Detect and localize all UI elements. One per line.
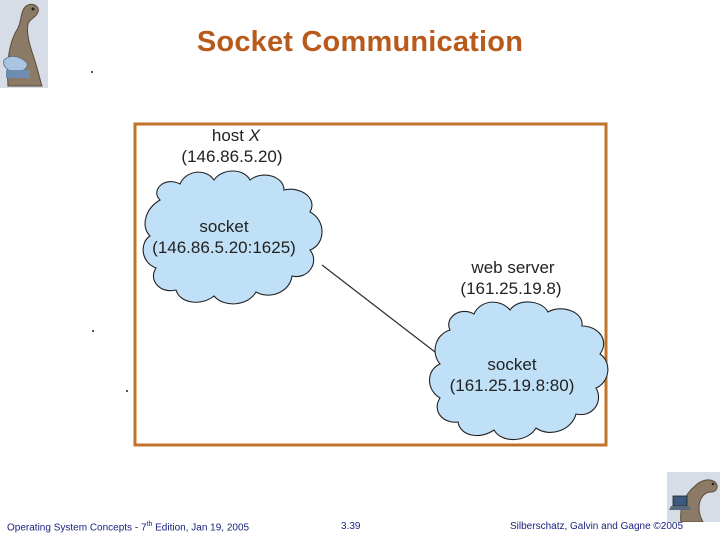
dinosaur-illustration-icon xyxy=(0,0,48,88)
server-socket-cloud xyxy=(428,301,609,441)
host-label: host X xyxy=(212,126,261,145)
host-socket-cloud xyxy=(142,170,323,305)
slide-title: Socket Communication xyxy=(196,26,524,58)
host-socket-label: socket xyxy=(199,217,248,236)
decorative-dot xyxy=(92,330,94,332)
decorative-dot xyxy=(126,390,128,392)
footer-copyright: Silberschatz, Galvin and Gagne ©2005 xyxy=(510,521,684,532)
host-ip: (146.86.5.20) xyxy=(181,147,282,166)
server-socket-address: (161.25.19.8:80) xyxy=(450,376,575,395)
dinosaur-with-laptop-icon xyxy=(667,472,720,522)
server-ip: (161.25.19.8) xyxy=(460,279,561,298)
footer-slide-number: 3.39 xyxy=(341,521,361,532)
footer-book-title: Operating System Concepts - 7th Edition,… xyxy=(7,521,250,534)
connection-line xyxy=(321,264,436,353)
server-socket-label: socket xyxy=(487,355,536,374)
server-label: web server xyxy=(470,258,554,277)
host-socket-address: (146.86.5.20:1625) xyxy=(152,238,296,257)
decorative-dot xyxy=(91,71,93,73)
